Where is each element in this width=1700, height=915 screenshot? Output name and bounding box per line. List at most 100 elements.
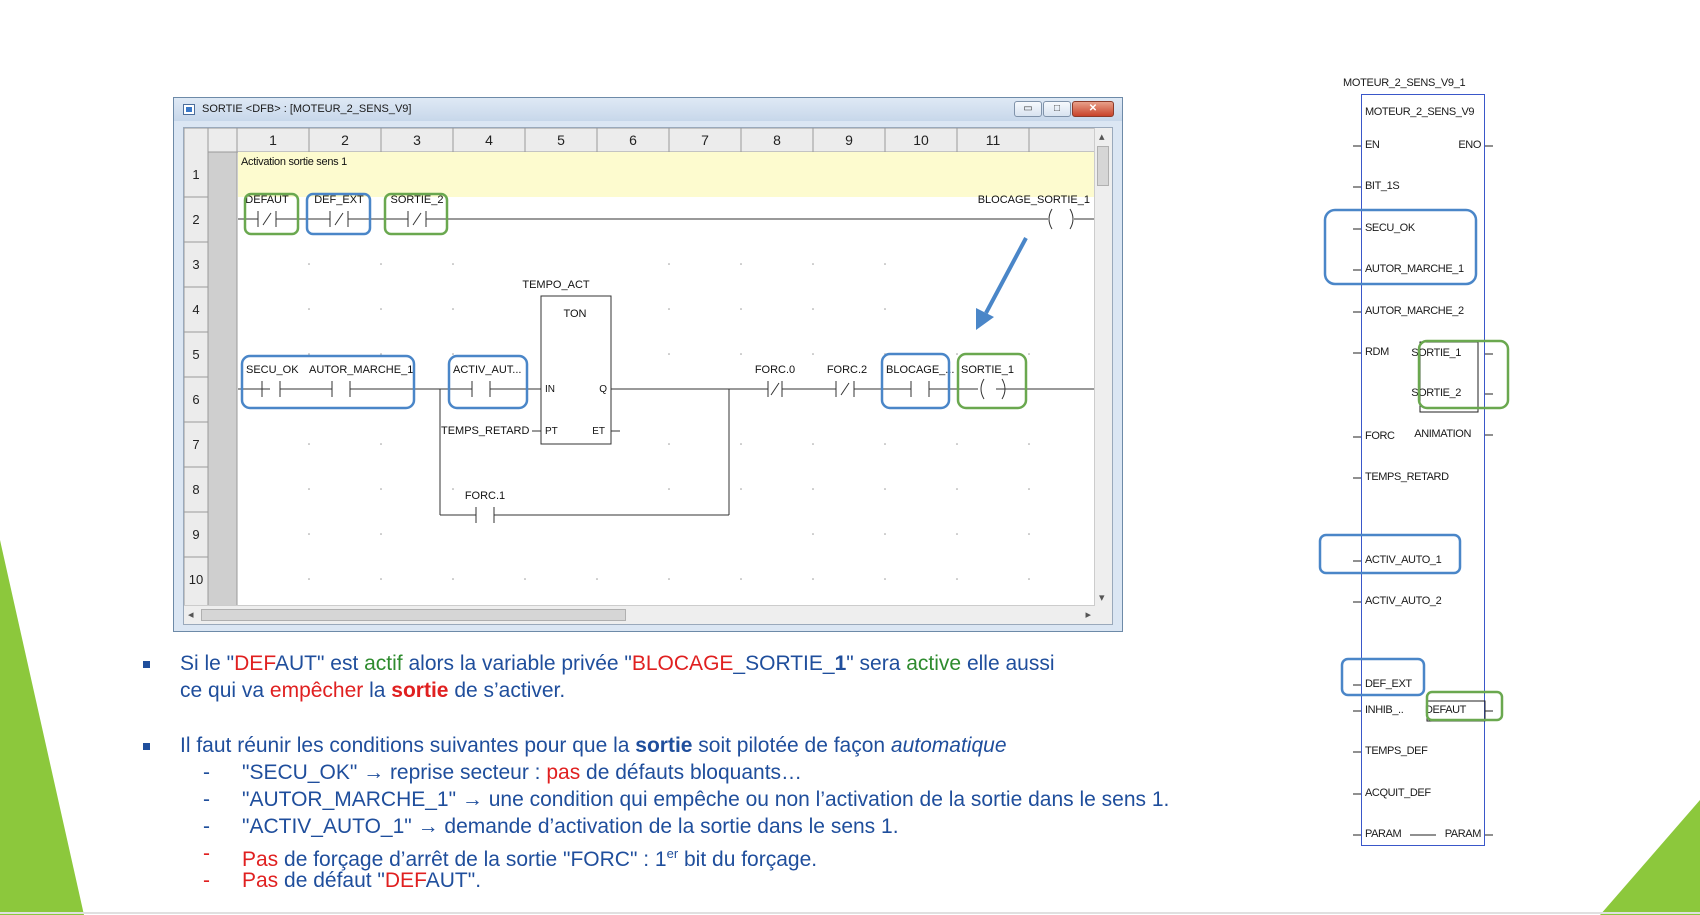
fb-input-activ-auto-1[interactable]: ACTIV_AUTO_1 — [1365, 554, 1442, 566]
fb-input-autor-marche-2[interactable]: AUTOR_MARCHE_2 — [1365, 305, 1464, 317]
row-label[interactable]: 1 — [192, 167, 199, 182]
fb-input-en[interactable]: EN — [1365, 139, 1380, 151]
minimize-button[interactable]: ▭ — [1014, 101, 1042, 117]
row-label[interactable]: 10 — [189, 572, 203, 587]
fb-input-autor-marche-1[interactable]: AUTOR_MARCHE_1 — [1365, 263, 1464, 275]
contact-label: BLOCAGE_... — [886, 364, 954, 376]
ladder-canvas[interactable]: 1 2 3 4 5 6 7 8 9 — [184, 128, 1096, 606]
timer-type-label: TON — [563, 308, 586, 320]
fb-input-activ-auto-2[interactable]: ACTIV_AUTO_2 — [1365, 595, 1442, 607]
fb-output-eno[interactable]: ENO — [1458, 139, 1481, 151]
sub-bullet-dash: - — [203, 869, 210, 892]
column-headers: 1 2 3 4 5 6 7 8 9 — [236, 128, 1030, 153]
contact-label: ACTIV_AUT... — [453, 364, 521, 376]
green-corner-right — [1600, 800, 1700, 915]
no-contact-blocage[interactable] — [910, 381, 930, 397]
function-block-moteur[interactable]: MOTEUR_2_SENS_V9 EN BIT_1S SECU_OK AUTOR… — [1361, 94, 1485, 846]
bullet-square-icon — [143, 743, 150, 750]
fb-input-acquit-def[interactable]: ACQUIT_DEF — [1365, 787, 1431, 799]
horizontal-scroll-thumb[interactable] — [201, 609, 626, 621]
col-label: 10 — [913, 132, 929, 148]
col-label: 4 — [485, 132, 493, 148]
nc-contact-forc-0[interactable] — [767, 381, 783, 397]
sub-bullet-forc: Pas de forçage d’arrêt de la sortie "FOR… — [242, 846, 818, 871]
nc-contact-def-ext[interactable] — [329, 211, 349, 227]
row-label[interactable]: 4 — [192, 302, 199, 317]
no-contact-activ-auto[interactable] — [471, 381, 491, 397]
scroll-up-icon[interactable]: ▴ — [1099, 131, 1105, 143]
green-corner-left — [0, 540, 84, 915]
fb-input-secu-ok[interactable]: SECU_OK — [1365, 222, 1415, 234]
no-contact-forc-1[interactable] — [475, 507, 495, 523]
contact-label: FORC.2 — [827, 364, 867, 376]
row-label[interactable]: 7 — [192, 437, 199, 452]
col-label: 9 — [845, 132, 853, 148]
col-label: 2 — [341, 132, 349, 148]
col-label: 1 — [269, 132, 277, 148]
fb-input-def-ext[interactable]: DEF_EXT — [1365, 678, 1412, 690]
no-contact-autor-marche-1[interactable] — [331, 381, 351, 397]
annotation-arrow — [976, 237, 1028, 330]
col-cell[interactable] — [740, 128, 814, 153]
scroll-right-icon[interactable]: ▸ — [1085, 609, 1091, 621]
sub-bullet-dash: - — [203, 842, 210, 865]
timer-pin-in: IN — [545, 384, 555, 395]
timer-pt-variable[interactable]: TEMPS_RETARD — [441, 425, 529, 437]
highlight-blue-def-ext — [305, 192, 372, 236]
nc-contact-sortie-2[interactable] — [407, 211, 427, 227]
resize-grip[interactable] — [1095, 606, 1112, 624]
fb-output-param[interactable]: PARAM — [1444, 828, 1482, 840]
timer-block-ton[interactable] — [540, 295, 612, 445]
timer-pin-q: Q — [599, 384, 607, 395]
coil-blocage-sortie-1[interactable] — [1048, 208, 1074, 230]
fb-input-bit-1s[interactable]: BIT_1S — [1365, 180, 1400, 192]
sub-bullet-dash: - — [203, 788, 210, 811]
window-title: SORTIE <DFB> : [MOTEUR_2_SENS_V9] — [202, 103, 412, 115]
contact-label: DEF_EXT — [314, 194, 364, 206]
comment-text: Activation sortie sens 1 — [241, 156, 347, 168]
timer-instance-label: TEMPO_ACT — [522, 279, 590, 291]
sub-bullet-autor: "AUTOR_MARCHE_1" → une condition qui emp… — [242, 788, 1170, 811]
vertical-scroll-thumb[interactable] — [1097, 146, 1109, 186]
horizontal-scrollbar[interactable]: ◂ ▸ — [184, 605, 1095, 624]
fb-output-sortie-1[interactable]: SORTIE_1 — [1411, 347, 1461, 359]
scroll-left-icon[interactable]: ◂ — [188, 609, 194, 621]
row-label[interactable]: 5 — [192, 347, 199, 362]
col-cell[interactable] — [956, 128, 1030, 153]
highlight-blue-activ-auto — [447, 354, 529, 410]
row-label[interactable]: 2 — [192, 212, 199, 227]
fb-input-temps-def[interactable]: TEMPS_DEF — [1365, 745, 1428, 757]
fb-input-forc[interactable]: FORC — [1365, 430, 1395, 442]
fb-output-sortie-2[interactable]: SORTIE_2 — [1411, 387, 1461, 399]
highlight-green-sortie-2 — [383, 192, 449, 236]
nc-contact-forc-2[interactable] — [835, 381, 855, 397]
row-label[interactable]: 6 — [192, 392, 199, 407]
contact-label: FORC.0 — [755, 364, 795, 376]
fb-input-rdm[interactable]: RDM — [1365, 346, 1389, 358]
sub-bullet-activ: "ACTIV_AUTO_1" → demande d’activation de… — [242, 815, 899, 838]
fb-output-defaut[interactable]: DEFAUT — [1425, 704, 1466, 716]
dfb-editor-window[interactable]: SORTIE <DFB> : [MOTEUR_2_SENS_V9] ▭ □ ✕ … — [173, 97, 1123, 632]
close-button[interactable]: ✕ — [1072, 101, 1114, 117]
row-label[interactable]: 3 — [192, 257, 199, 272]
row-label[interactable]: 8 — [192, 482, 199, 497]
maximize-button[interactable]: □ — [1043, 101, 1071, 117]
scroll-down-icon[interactable]: ▾ — [1099, 592, 1105, 604]
fb-input-temps-retard[interactable]: TEMPS_RETARD — [1365, 471, 1449, 483]
col-cell[interactable] — [596, 128, 670, 153]
fb-output-animation[interactable]: ANIMATION — [1414, 428, 1471, 440]
bullet-2: Il faut réunir les conditions suivantes … — [180, 734, 1007, 757]
vertical-scrollbar[interactable]: ▴ ▾ — [1094, 128, 1112, 606]
row-label[interactable]: 9 — [192, 527, 199, 542]
grid-dots — [308, 263, 1030, 580]
nc-contact-defaut[interactable] — [257, 211, 277, 227]
comment-cell[interactable] — [238, 152, 1095, 197]
timer-pin-pt: PT — [545, 426, 558, 437]
coil-sortie-1[interactable] — [980, 378, 1006, 400]
col-cell[interactable] — [884, 128, 958, 153]
fb-input-param[interactable]: PARAM — [1365, 828, 1402, 840]
fb-input-inhib[interactable]: INHIB_.. — [1365, 704, 1404, 716]
ladder-editor[interactable]: 1 2 3 4 5 6 7 8 9 — [183, 127, 1113, 625]
window-titlebar[interactable]: SORTIE <DFB> : [MOTEUR_2_SENS_V9] ▭ □ ✕ — [174, 98, 1122, 121]
